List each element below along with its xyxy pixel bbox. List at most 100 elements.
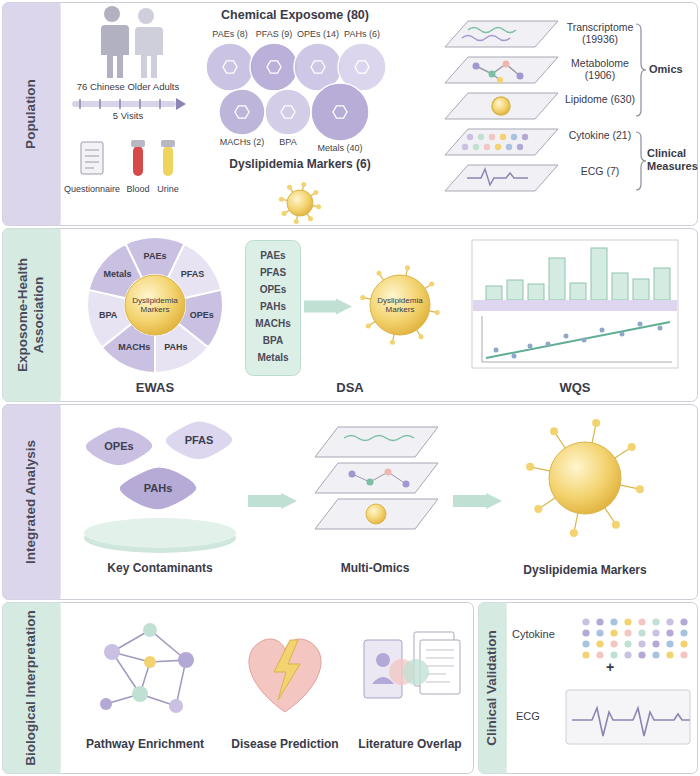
label-text: Lipidome (630) — [561, 93, 639, 105]
label-text: Metabolome (1906) — [561, 57, 639, 81]
chemical-class-circle: BPA — [264, 88, 312, 136]
illustration-shape — [367, 479, 374, 486]
illustration-shape — [81, 142, 103, 174]
illustration-shape — [506, 144, 512, 150]
illustration-shape — [308, 216, 313, 221]
illustration-shape — [274, 640, 300, 700]
label-text: 5 Visits — [98, 111, 158, 122]
label-text: Pathway Enrichment — [75, 738, 215, 752]
illustration-shape — [638, 618, 645, 625]
illustration-shape — [235, 106, 249, 118]
illustration-shape — [403, 481, 410, 488]
illustration-shape — [633, 279, 649, 300]
illustration-shape — [246, 241, 301, 376]
illustration-shape — [666, 618, 673, 625]
illustration-shape — [403, 659, 429, 685]
node-text: Metals (40) — [286, 143, 394, 153]
illustration-shape — [390, 340, 395, 345]
illustration-shape — [161, 140, 175, 147]
illustration-shape — [333, 106, 347, 118]
chemical-class-circle: PFAS (9) — [249, 42, 299, 92]
node-text: OPEs — [104, 440, 133, 453]
illustration-shape — [596, 618, 603, 625]
illustration-shape — [517, 144, 523, 150]
illustration-shape — [143, 623, 157, 637]
node-shape — [478, 602, 698, 774]
illustration-shape — [281, 106, 295, 118]
literature-icon — [364, 632, 460, 698]
illustration-shape — [294, 219, 299, 224]
illustration-shape — [528, 344, 533, 349]
illustration-shape — [366, 504, 386, 524]
illustration-shape — [534, 505, 542, 513]
section-band: OPEsPFASPAHsKey ContaminantsMulti-OmicsD… — [2, 404, 698, 600]
illustration-shape — [486, 322, 670, 358]
illustration-shape — [165, 421, 233, 460]
illustration-shape — [591, 248, 607, 300]
illustration-shape — [494, 348, 499, 353]
illustration-shape — [125, 275, 185, 335]
node-text: PFAS — [245, 264, 301, 281]
node-shape — [218, 88, 266, 136]
node-text: PAHs — [245, 298, 301, 315]
illustration-shape — [311, 61, 325, 73]
illustration-shape — [500, 603, 507, 774]
omics-icons — [462, 28, 528, 186]
illustration-shape — [344, 436, 414, 441]
illustration-shape — [315, 499, 438, 529]
illustration-shape — [624, 629, 631, 636]
illustration-shape — [486, 286, 502, 300]
node-shape — [249, 42, 299, 92]
illustration-shape — [3, 603, 474, 774]
node-text: PFAS — [185, 434, 214, 447]
node-text: Metals — [245, 349, 301, 366]
illustration-shape — [638, 322, 643, 327]
label-text: 76 Chinese Older Adults — [58, 82, 198, 93]
illustration-shape — [3, 229, 698, 402]
illustration-shape — [652, 618, 659, 625]
label-text: BPA — [86, 310, 130, 320]
illustration-shape — [636, 485, 644, 493]
illustration-shape — [311, 83, 369, 141]
node-text: PAHs — [144, 482, 173, 495]
illustration-shape — [85, 427, 153, 466]
node-text: PAEs — [245, 247, 301, 264]
label-text: EWAS — [115, 381, 195, 396]
illustration-shape — [138, 8, 154, 24]
illustration-shape — [652, 651, 659, 658]
label-text: + — [600, 659, 620, 675]
illustration-shape — [680, 640, 687, 647]
illustration-shape — [377, 271, 382, 276]
node-text: Exposome-Health Association — [13, 235, 49, 395]
illustration-shape — [370, 275, 430, 335]
illustration-shape — [638, 629, 645, 636]
illustration-shape — [119, 467, 197, 510]
label-text: PFAS — [171, 269, 215, 279]
label-text: Transcriptome (19936) — [561, 21, 639, 45]
illustration-shape — [473, 144, 479, 150]
pathway-network-icon — [100, 623, 194, 713]
illustration-shape — [133, 27, 163, 78]
illustration-shape — [582, 651, 589, 658]
cytokine-grid — [582, 618, 687, 658]
contaminant-blob: PFAS — [163, 418, 235, 462]
illustration-shape — [582, 629, 589, 636]
illustration-shape — [566, 690, 690, 744]
node-text: Dyslipidemia Markers — [505, 564, 665, 578]
illustration-shape — [106, 630, 186, 706]
illustration-shape — [512, 354, 517, 359]
illustration-shape — [445, 93, 558, 119]
illustration-shape — [250, 43, 298, 91]
illustration-shape — [612, 521, 620, 529]
illustration-shape — [497, 77, 503, 83]
multi-omics-stack: Multi-Omics — [300, 412, 450, 590]
illustration-shape — [624, 618, 631, 625]
illustration-shape — [624, 651, 631, 658]
illustration-shape — [376, 653, 390, 667]
illustration-shape — [494, 322, 663, 359]
illustration-shape — [507, 280, 523, 300]
illustration-shape — [478, 134, 484, 140]
illustration-shape — [680, 629, 687, 636]
illustration-shape — [133, 146, 143, 176]
label-text: Chemical Exposome (80) — [205, 8, 385, 22]
